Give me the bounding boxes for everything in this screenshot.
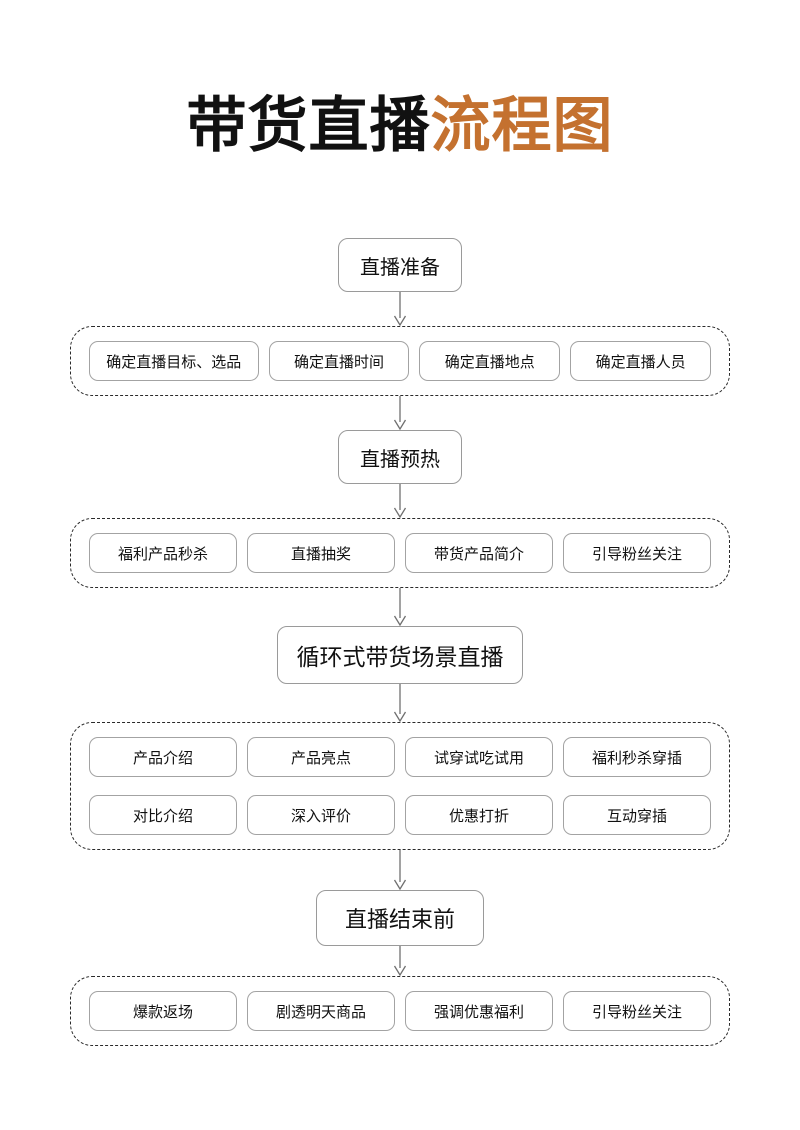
item-chip[interactable]: 爆款返场	[89, 991, 237, 1031]
stage-node-warmup[interactable]: 直播预热	[338, 430, 462, 484]
page-title-dark-part: 带货直播	[186, 91, 431, 161]
flowchart-body: 直播准备 确定直播目标、选品 确定直播时间 确定直播地点 确定直播人员 直播预热	[0, 238, 800, 1046]
stage-group-prep-row: 确定直播目标、选品 确定直播时间 确定直播地点 确定直播人员	[89, 341, 712, 381]
stage-group-loop-row: 产品介绍 产品亮点 试穿试吃试用 福利秒杀穿插	[89, 737, 711, 777]
item-chip[interactable]: 福利产品秒杀	[89, 533, 237, 573]
item-chip[interactable]: 引导粉丝关注	[563, 991, 711, 1031]
item-chip[interactable]: 深入评价	[247, 795, 395, 835]
item-chip[interactable]: 带货产品简介	[405, 533, 553, 573]
item-chip[interactable]: 直播抽奖	[247, 533, 395, 573]
item-chip[interactable]: 确定直播人员	[570, 341, 712, 381]
stage-group-loop: 产品介绍 产品亮点 试穿试吃试用 福利秒杀穿插 对比介绍 深入评价 优惠打折 互…	[70, 722, 730, 850]
stage-group-closing-row: 爆款返场 剧透明天商品 强调优惠福利 引导粉丝关注	[89, 991, 711, 1031]
item-chip[interactable]: 确定直播时间	[268, 341, 410, 381]
item-chip[interactable]: 试穿试吃试用	[405, 737, 553, 777]
item-chip[interactable]: 确定直播地点	[419, 341, 561, 381]
stage-group-loop-row: 对比介绍 深入评价 优惠打折 互动穿插	[89, 795, 711, 835]
item-chip[interactable]: 对比介绍	[89, 795, 237, 835]
page-title: 带货直播流程图	[0, 96, 800, 156]
connector-arrow-down	[389, 588, 411, 626]
item-chip[interactable]: 强调优惠福利	[405, 991, 553, 1031]
item-chip[interactable]: 福利秒杀穿插	[563, 737, 711, 777]
connector-arrow-down	[389, 484, 411, 518]
connector-arrow-down	[389, 396, 411, 430]
connector-arrow-down	[389, 946, 411, 976]
item-chip[interactable]: 引导粉丝关注	[563, 533, 711, 573]
connector-arrow-down	[389, 684, 411, 722]
item-chip[interactable]: 互动穿插	[563, 795, 711, 835]
page-title-accent-part: 流程图	[430, 91, 614, 161]
connector-arrow-down	[389, 292, 411, 326]
stage-group-warmup: 福利产品秒杀 直播抽奖 带货产品简介 引导粉丝关注	[70, 518, 730, 588]
item-chip[interactable]: 产品亮点	[247, 737, 395, 777]
stage-node-prep[interactable]: 直播准备	[338, 238, 462, 292]
stage-node-loop[interactable]: 循环式带货场景直播	[277, 626, 523, 684]
connector-arrow-down	[389, 850, 411, 890]
item-chip[interactable]: 优惠打折	[405, 795, 553, 835]
stage-group-prep: 确定直播目标、选品 确定直播时间 确定直播地点 确定直播人员	[70, 326, 730, 396]
item-chip[interactable]: 确定直播目标、选品	[89, 341, 259, 381]
item-chip[interactable]: 剧透明天商品	[247, 991, 395, 1031]
stage-group-warmup-row: 福利产品秒杀 直播抽奖 带货产品简介 引导粉丝关注	[89, 533, 711, 573]
stage-node-closing[interactable]: 直播结束前	[316, 890, 484, 946]
item-chip[interactable]: 产品介绍	[89, 737, 237, 777]
stage-group-closing: 爆款返场 剧透明天商品 强调优惠福利 引导粉丝关注	[70, 976, 730, 1046]
